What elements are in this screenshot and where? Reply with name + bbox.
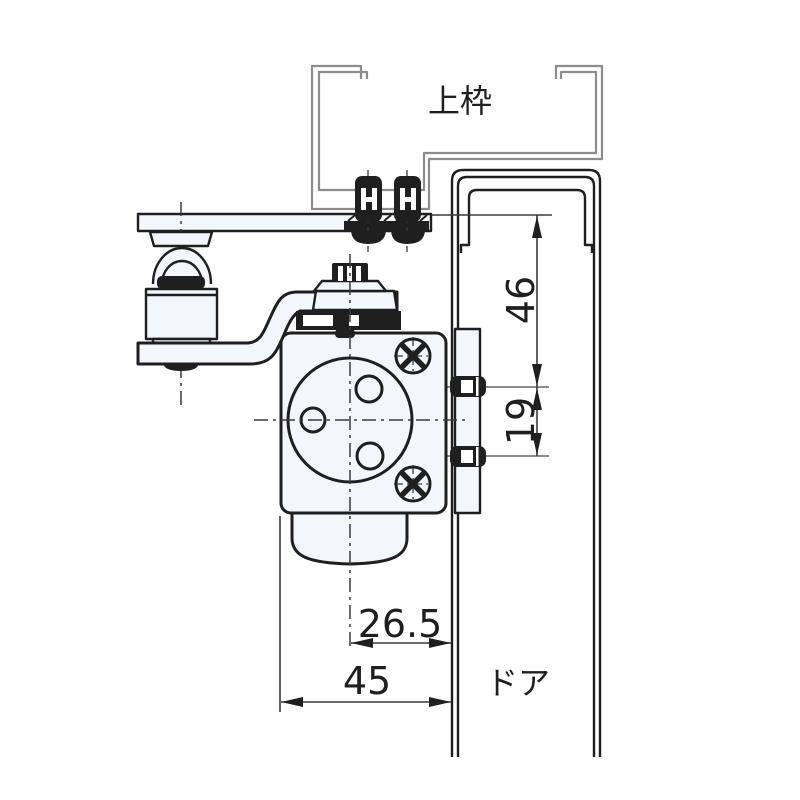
dimension-46-19: 46 19: [432, 214, 552, 456]
frame-mounting-plate: [136, 212, 433, 233]
dimension-26-5: 26.5: [351, 602, 451, 648]
body-centerlines: [254, 254, 468, 648]
dim19-arrow-down-icon: [532, 433, 542, 455]
labels: 上枠 ドア: [428, 82, 550, 702]
door-bolt-top-slot: [461, 380, 473, 393]
dim46-arrow-down-icon: [532, 364, 542, 386]
pinion-nut-slot-c: [356, 266, 361, 281]
plate-bolt-right-nut: [391, 231, 425, 244]
pivot-cylinder: [144, 287, 219, 341]
dimension-19-value: 19: [499, 397, 543, 445]
frame-profile-inner-line: [317, 70, 598, 192]
plate-bolt-left-slot-bridge: [361, 197, 377, 202]
pivot-spacer: [148, 230, 214, 248]
door-bolt-bottom-tip-gap: [476, 447, 479, 466]
door-outer-skin-line: [450, 168, 602, 757]
dimension-46-value: 46: [499, 276, 543, 324]
frame-profile-outer-line: [310, 64, 604, 211]
mounting-plate-section-band: [344, 221, 429, 231]
dim45-arrow-right-icon: [429, 697, 451, 707]
phillips-cross-top-icon: [399, 342, 427, 370]
pivot-dark-band: [157, 276, 205, 289]
body-hole-lower: [355, 441, 385, 471]
arm-hub-tab: [335, 329, 355, 338]
body-hole-upper: [354, 374, 384, 404]
door-inner-skin-line: [456, 175, 596, 757]
arm-hub-slot-left: [303, 315, 333, 326]
plate-bolt-right-slot-bridge: [400, 197, 416, 202]
dimension-45: 45: [279, 516, 451, 712]
door-top-reinforcement-line: [459, 188, 594, 253]
phillips-cross-bottom-icon: [399, 470, 427, 498]
door-fixing-bolts: [450, 376, 486, 467]
dim26-arrow-left-icon: [351, 638, 373, 648]
arm-hub-slot-right: [349, 315, 359, 326]
dim19-arrow-up-icon: [532, 388, 542, 410]
dimension-26-5-value: 26.5: [358, 602, 443, 646]
upper-frame-profile: [310, 64, 604, 211]
dim45-arrow-left-icon: [281, 697, 303, 707]
pinion-nut-slot-a: [338, 266, 343, 281]
phillips-screw-top: [394, 337, 432, 375]
label-door: ドア: [486, 664, 550, 702]
door-bolt-top-tip-gap: [476, 377, 479, 396]
label-upper-frame: 上枠: [428, 82, 492, 120]
dim26-arrow-right-icon: [429, 638, 451, 648]
door-bolt-bottom-slot: [461, 450, 473, 463]
slide-pivot-assembly: [144, 202, 219, 408]
door-mount-bracket: [453, 327, 482, 515]
dimension-45-value: 45: [343, 659, 391, 703]
dim46-arrow-up-icon: [532, 216, 542, 238]
plate-fixing-bolts: [351, 170, 425, 252]
phillips-screw-bottom: [394, 465, 432, 503]
door-panel: [450, 168, 602, 757]
pinion-cap: [311, 289, 399, 312]
plate-bolt-left-nut: [351, 231, 386, 244]
